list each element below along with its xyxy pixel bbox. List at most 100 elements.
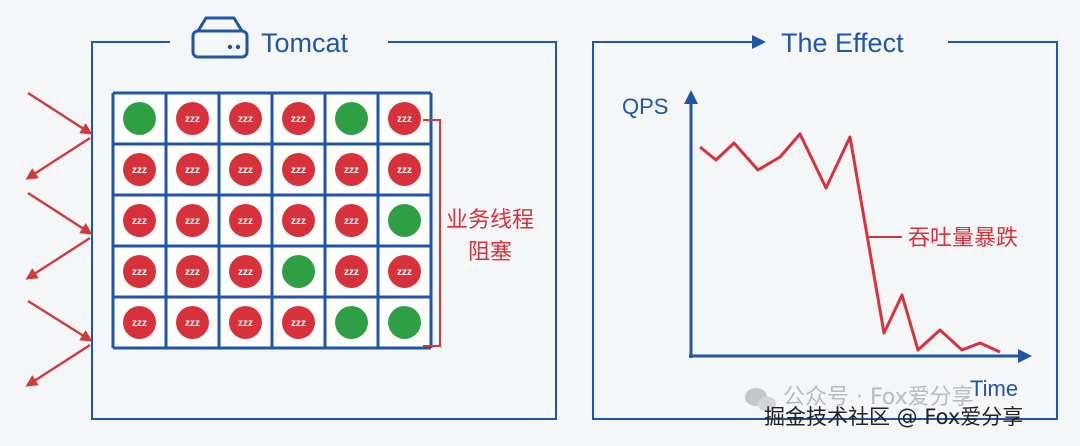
active-thread: [282, 255, 315, 288]
blocked-thread: zzz: [282, 204, 315, 237]
blocked-thread-dot: [123, 255, 156, 288]
watermark-line1: 公众号 · Fox爱分享: [783, 385, 974, 410]
blocked-thread: zzz: [123, 306, 156, 339]
active-thread-dot: [335, 306, 368, 339]
thread-grid: zzz zzz zzz zzz zzz zzz zzz zzz zzz zzz zzz zzz zzz z…: [123, 102, 421, 339]
sleep-label: zzz: [238, 165, 253, 176]
blocked-thread: zzz: [176, 255, 209, 288]
active-thread-dot: [123, 102, 156, 135]
sleep-label: zzz: [238, 318, 253, 329]
sleep-label: zzz: [397, 267, 412, 278]
blocked-thread-dot: [335, 204, 368, 237]
watermark: 公众号 · Fox爱分享 掘金技术社区 @ Fox爱分享: [745, 385, 1023, 429]
active-thread-dot: [388, 204, 421, 237]
blocked-thread: zzz: [282, 153, 315, 186]
sleep-label: zzz: [238, 216, 253, 227]
blocked-thread: zzz: [176, 102, 209, 135]
blocked-thread: zzz: [176, 306, 209, 339]
blocked-thread-dot: [282, 102, 315, 135]
blocked-thread-dot: [388, 102, 421, 135]
blocked-thread-dot: [282, 204, 315, 237]
blocked-thread-dot: [123, 153, 156, 186]
blocked-thread-dot: [229, 306, 262, 339]
sleep-label: zzz: [132, 216, 147, 227]
blocked-thread: zzz: [335, 255, 368, 288]
blocked-thread-dot: [229, 102, 262, 135]
blocked-thread: zzz: [176, 204, 209, 237]
blocked-thread-dot: [123, 306, 156, 339]
effect-panel: The Effect QPS Time 吞吐量暴跌: [592, 28, 1058, 420]
sleep-label: zzz: [185, 267, 200, 278]
blocked-thread-dot: [176, 153, 209, 186]
active-thread: [388, 204, 421, 237]
sleep-label: zzz: [238, 267, 253, 278]
sleep-label: zzz: [132, 165, 147, 176]
active-thread: [388, 306, 421, 339]
blocked-thread: zzz: [335, 153, 368, 186]
x-axis-label: Time: [970, 376, 1018, 401]
blocked-thread-dot: [176, 102, 209, 135]
blocked-thread-dot: [388, 153, 421, 186]
sleep-label: zzz: [344, 165, 359, 176]
qps-line: [699, 132, 1001, 354]
server-icon: [191, 16, 249, 59]
sleep-label: zzz: [397, 165, 412, 176]
blocked-thread: zzz: [335, 204, 368, 237]
active-thread-dot: [388, 306, 421, 339]
blocked-thread: zzz: [229, 153, 262, 186]
blocked-thread-dot: [176, 204, 209, 237]
y-axis-label: QPS: [622, 94, 668, 119]
blocked-thread-dot: [282, 306, 315, 339]
active-thread: [123, 102, 156, 135]
sleep-label: zzz: [185, 216, 200, 227]
blocked-thread: zzz: [123, 255, 156, 288]
sleep-label: zzz: [185, 165, 200, 176]
effect-title: The Effect: [781, 28, 904, 58]
blocked-annotation-line2: 阻塞: [468, 240, 512, 265]
blocked-thread-dot: [229, 153, 262, 186]
tomcat-title: Tomcat: [261, 28, 349, 58]
blocked-thread-dot: [123, 204, 156, 237]
sleep-label: zzz: [344, 267, 359, 278]
sleep-label: zzz: [291, 165, 306, 176]
blocked-thread: zzz: [229, 204, 262, 237]
thread-grid-lines: [111, 91, 433, 350]
blocked-thread-dot: [388, 255, 421, 288]
blocked-thread-dot: [176, 255, 209, 288]
blocked-thread-dot: [229, 204, 262, 237]
active-thread-dot: [335, 102, 368, 135]
blocked-thread-dot: [335, 255, 368, 288]
active-thread: [335, 102, 368, 135]
blocked-thread-dot: [229, 255, 262, 288]
watermark-line2: 掘金技术社区 @ Fox爱分享: [764, 405, 1023, 429]
sleep-label: zzz: [397, 114, 412, 125]
sleep-label: zzz: [291, 318, 306, 329]
blocked-thread-dot: [335, 153, 368, 186]
sleep-label: zzz: [291, 114, 306, 125]
request-arrows: [25, 91, 93, 387]
blocked-annotation-line1: 业务线程: [446, 208, 534, 233]
sleep-label: zzz: [185, 114, 200, 125]
sleep-label: zzz: [291, 216, 306, 227]
blocked-bracket: [423, 119, 441, 347]
sleep-label: zzz: [132, 318, 147, 329]
active-thread: [335, 306, 368, 339]
blocked-thread: zzz: [388, 102, 421, 135]
sleep-label: zzz: [132, 267, 147, 278]
active-thread-dot: [282, 255, 315, 288]
blocked-thread: zzz: [388, 255, 421, 288]
blocked-thread: zzz: [229, 255, 262, 288]
blocked-thread: zzz: [282, 306, 315, 339]
blocked-thread: zzz: [123, 153, 156, 186]
effect-frame: [592, 41, 1058, 420]
sleep-label: zzz: [185, 318, 200, 329]
blocked-thread-dot: [176, 306, 209, 339]
tomcat-frame: [91, 41, 557, 420]
sleep-label: zzz: [238, 114, 253, 125]
sleep-label: zzz: [344, 216, 359, 227]
blocked-thread-dot: [282, 153, 315, 186]
blocked-thread: zzz: [282, 102, 315, 135]
blocked-thread: zzz: [176, 153, 209, 186]
